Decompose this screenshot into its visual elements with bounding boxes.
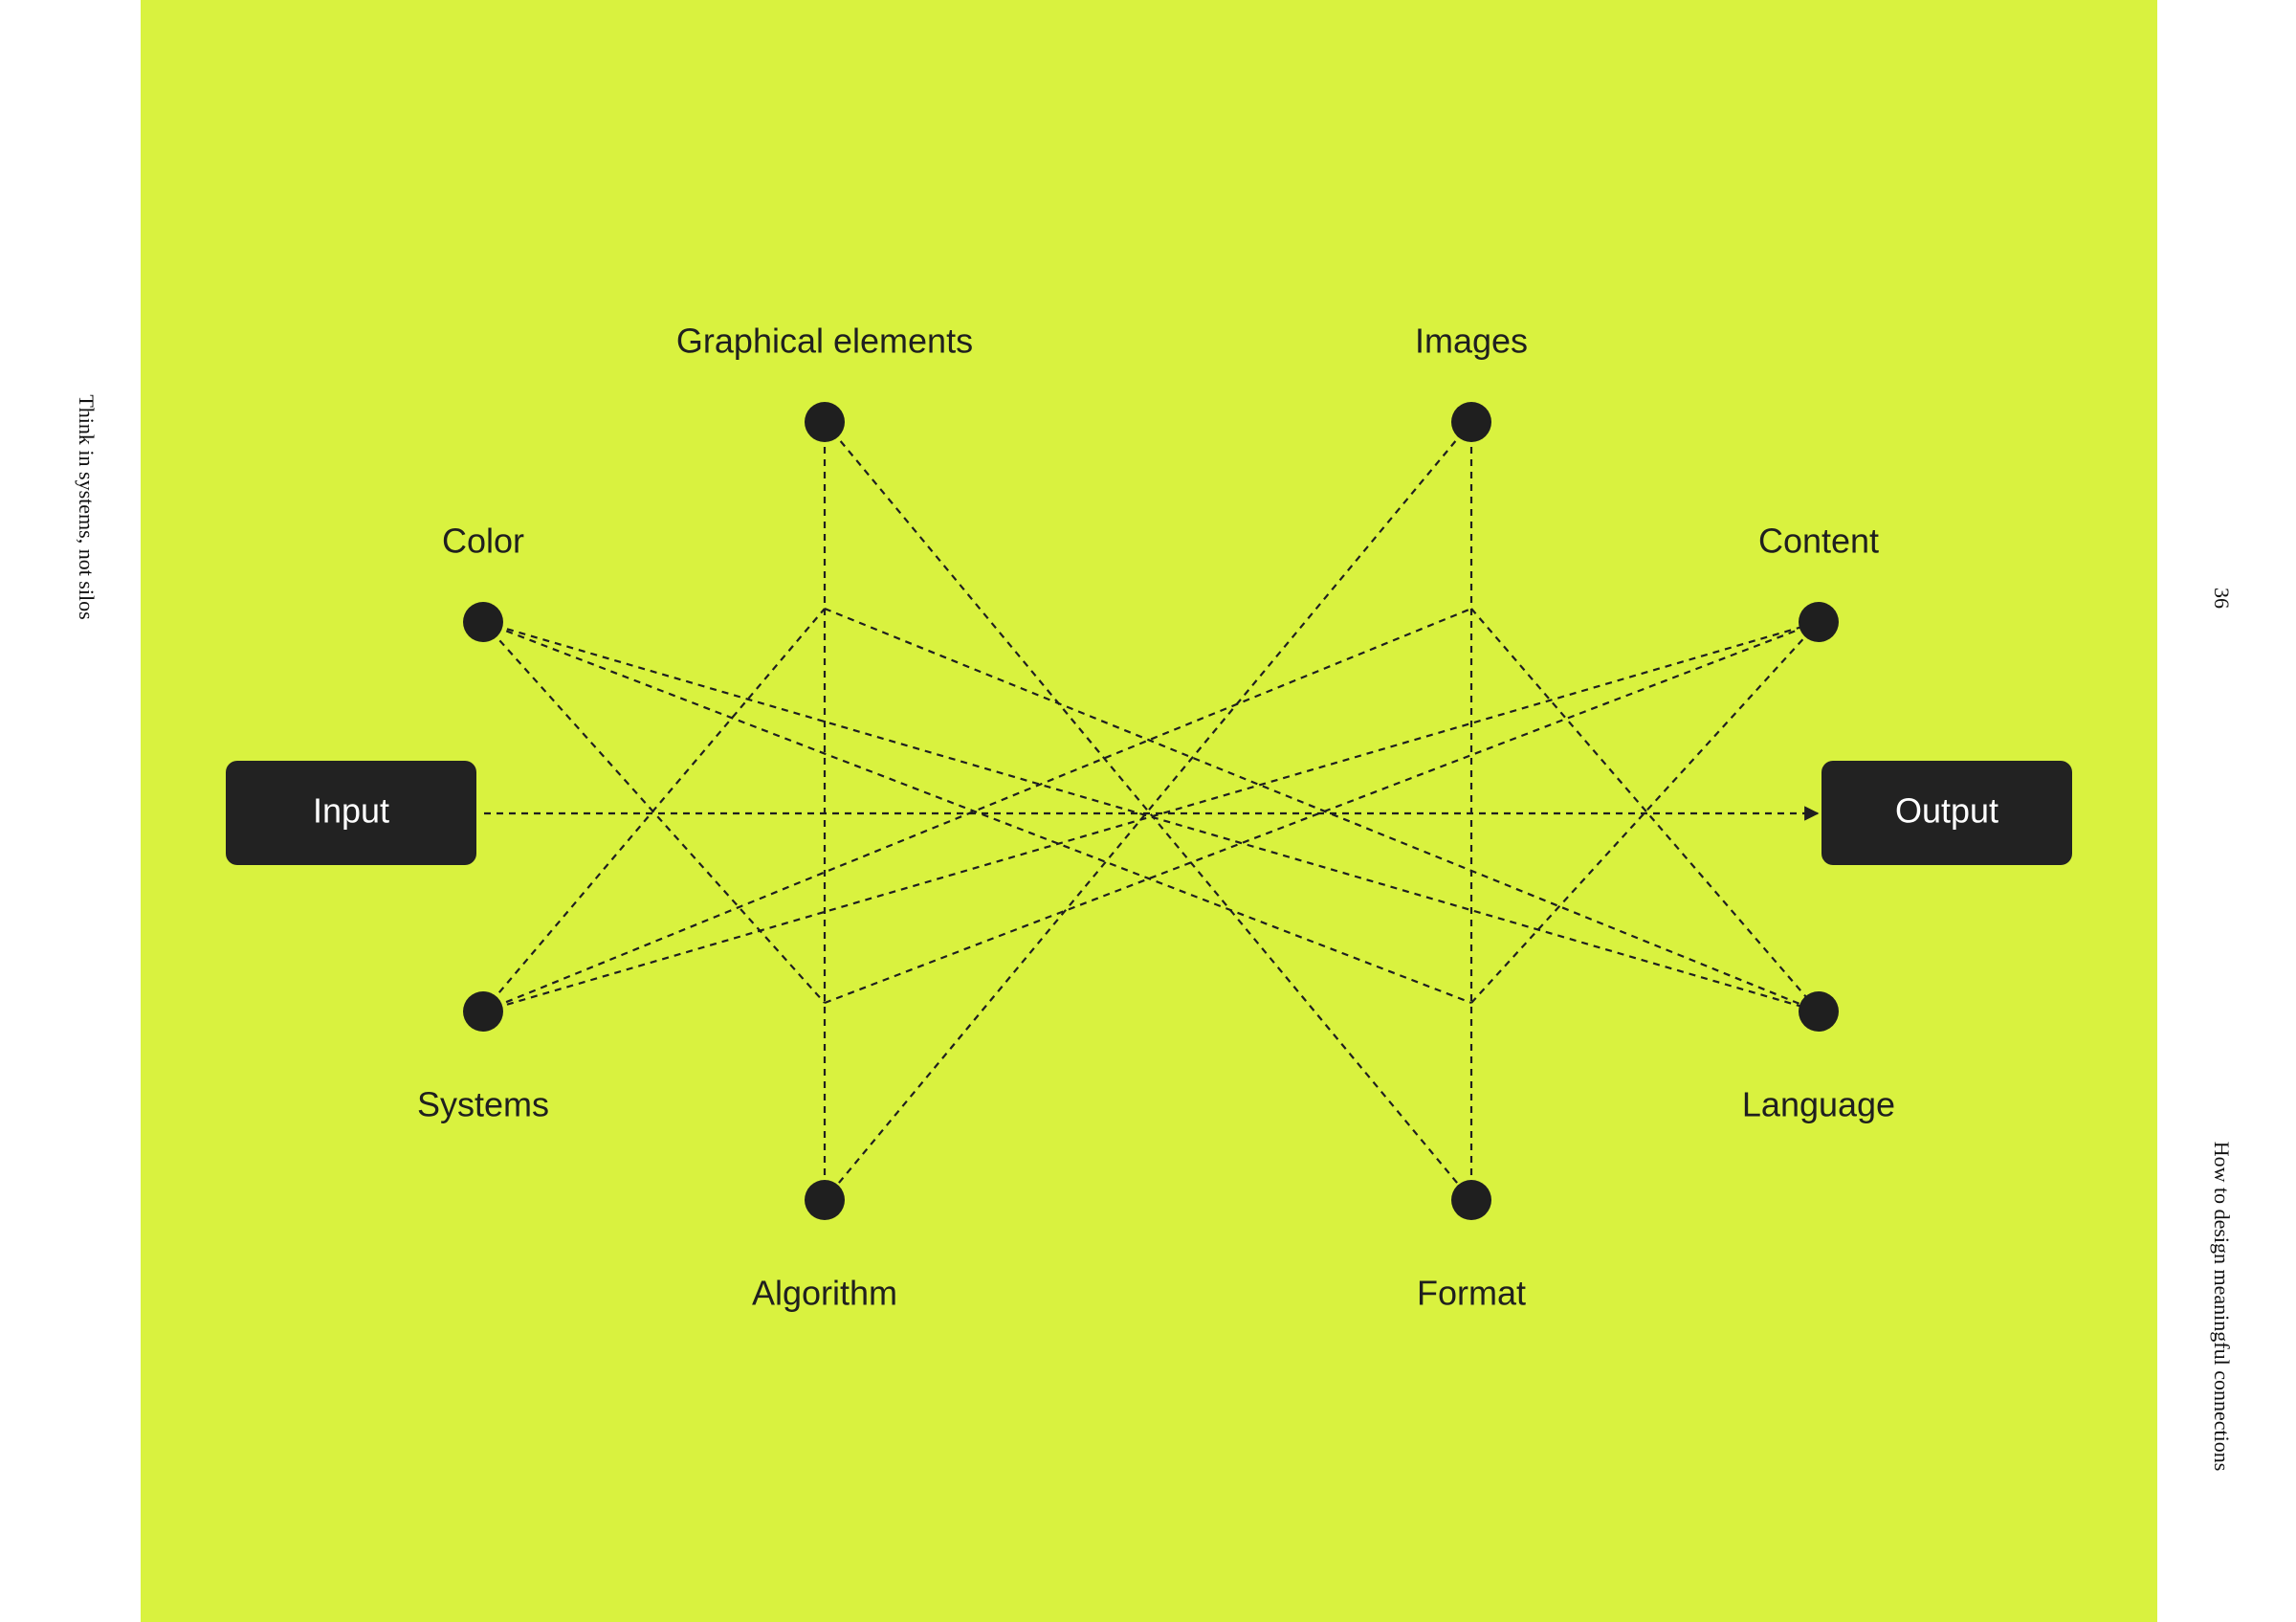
node-label-format: Format bbox=[1417, 1274, 1526, 1313]
node-label-color: Color bbox=[442, 522, 524, 561]
edge-systems-to-images-mid-high bbox=[482, 607, 1472, 1013]
edge-images-mid-high-to-language bbox=[1470, 608, 1820, 1012]
output-label: Output bbox=[1895, 791, 1998, 831]
node-label-language: Language bbox=[1742, 1085, 1895, 1124]
edge-graphical-mid-low-to-content bbox=[824, 620, 1820, 1005]
node-dot-images bbox=[1451, 402, 1491, 442]
node-label-content: Content bbox=[1758, 522, 1879, 561]
node-label-graphical: Graphical elements bbox=[676, 322, 973, 361]
output-box-shape bbox=[1821, 761, 2072, 865]
node-systems: Systems bbox=[417, 991, 549, 1124]
connection-lines bbox=[482, 421, 1820, 1201]
output-box: Output bbox=[1821, 761, 2072, 865]
input-label: Input bbox=[313, 791, 389, 831]
node-dot-systems bbox=[463, 991, 503, 1032]
edge-graphical-mid-high-to-language bbox=[824, 607, 1820, 1013]
node-format: Format bbox=[1417, 1180, 1526, 1313]
node-dot-color bbox=[463, 602, 503, 642]
node-images: Images bbox=[1415, 322, 1528, 442]
node-dot-algorithm bbox=[805, 1180, 845, 1220]
node-label-systems: Systems bbox=[417, 1085, 549, 1124]
node-dot-graphical bbox=[805, 402, 845, 442]
node-color: Color bbox=[442, 522, 524, 642]
left-running-head: Think in systems, not silos bbox=[75, 394, 99, 620]
node-label-algorithm: Algorithm bbox=[752, 1274, 897, 1313]
input-box-shape bbox=[226, 761, 476, 865]
node-dot-content bbox=[1799, 602, 1839, 642]
edge-color-to-images-mid-low bbox=[482, 620, 1472, 1005]
node-dot-format bbox=[1451, 1180, 1491, 1220]
edge-color-to-graphical-mid-low bbox=[482, 621, 826, 1004]
node-content: Content bbox=[1758, 522, 1879, 642]
node-dot-language bbox=[1799, 991, 1839, 1032]
io-boxes: Input Output bbox=[226, 761, 2072, 865]
edge-images-mid-low-to-content bbox=[1470, 621, 1820, 1004]
node-algorithm: Algorithm bbox=[752, 1180, 897, 1313]
node-language: Language bbox=[1742, 991, 1895, 1124]
node-graphical: Graphical elements bbox=[676, 322, 973, 442]
node-label-images: Images bbox=[1415, 322, 1528, 361]
page-number: 36 bbox=[2210, 588, 2234, 609]
edge-systems-to-content bbox=[482, 620, 1820, 1013]
edge-systems-to-graphical-mid-high bbox=[482, 608, 826, 1012]
edge-color-to-language bbox=[482, 620, 1820, 1013]
right-running-head: How to design meaningful connections bbox=[2210, 1141, 2234, 1472]
diagram-background-panel bbox=[141, 0, 2157, 1622]
input-box: Input bbox=[226, 761, 476, 865]
